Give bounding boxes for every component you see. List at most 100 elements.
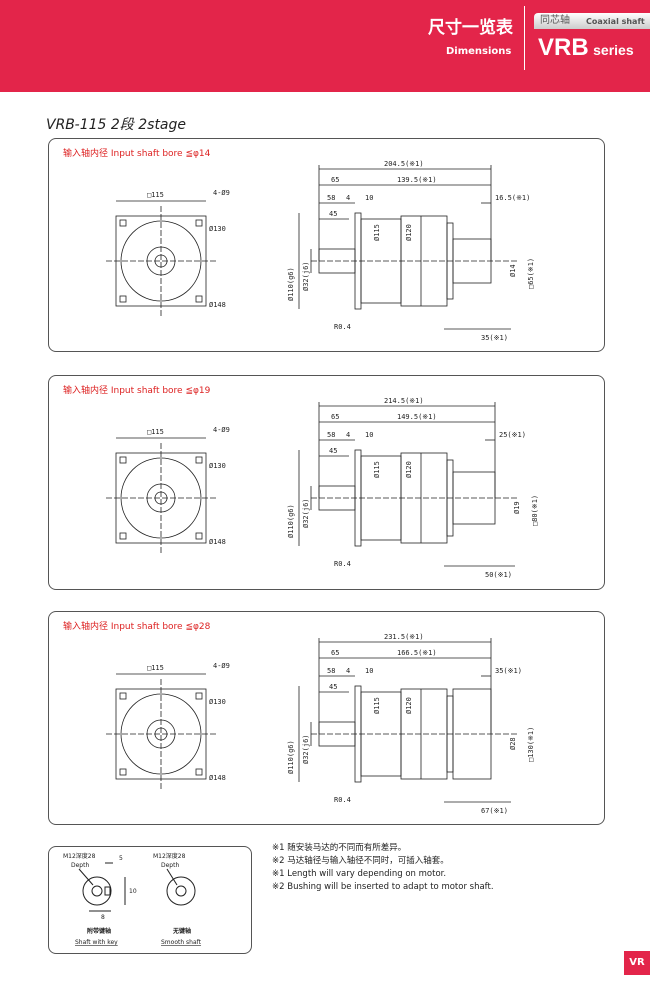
dim-adapter: 35(※1)	[495, 667, 522, 675]
dim-total: 214.5(※1)	[384, 397, 424, 405]
dim-adapter: 25(※1)	[499, 431, 526, 439]
dim-r: R0.4	[334, 560, 351, 568]
dim-total: 231.5(※1)	[384, 633, 424, 641]
front-flange	[115, 452, 207, 544]
smooth-name-en: Smooth shaft	[161, 939, 202, 946]
dim-adapter: 16.5(※1)	[495, 194, 530, 202]
key-name-en: Shaft with key	[75, 939, 118, 946]
dim-sq: □65(※1)	[527, 258, 535, 289]
dim-d45: 45	[329, 447, 337, 455]
dim-body: 139.5(※1)	[397, 176, 437, 184]
dim-r: R0.4	[334, 323, 351, 331]
dim-bore: Ø14	[509, 264, 517, 277]
dim-diag: Ø148	[209, 538, 226, 546]
dim-r: R0.4	[334, 796, 351, 804]
dim-total: 204.5(※1)	[384, 160, 424, 168]
panel-label: 输入轴内径 Input shaft bore ≦φ14	[63, 149, 211, 159]
dim-d110: Ø110(g6)	[287, 504, 295, 538]
front-flange	[115, 215, 207, 307]
dim-d65: 65	[331, 176, 339, 184]
bolt-hole	[195, 692, 203, 700]
dim-d58: 58	[327, 431, 335, 439]
dim-d115: Ø115	[373, 224, 381, 241]
dim-d45: 45	[329, 210, 337, 218]
header-title-en: Dimensions	[446, 46, 512, 57]
dim-pcd: Ø130	[209, 462, 226, 470]
dim-holes: 4-Ø9	[213, 662, 230, 670]
dim-d4: 4	[346, 431, 350, 439]
dim-square: □115	[147, 428, 164, 436]
dim-d32: Ø32(j6)	[302, 498, 310, 528]
dim-bore: Ø19	[513, 501, 521, 514]
dim-d58: 58	[327, 667, 335, 675]
dim-d4: 4	[346, 667, 350, 675]
dim-tail: 50(※1)	[485, 571, 512, 579]
header-band: 尺寸一览表 Dimensions 同芯轴 Coaxial shaft VRB s…	[0, 0, 650, 92]
category-cn: 同芯轴	[540, 15, 570, 26]
dim-d115: Ø115	[373, 697, 381, 714]
dim-d10: 10	[365, 667, 373, 675]
smooth-thread: M12深度28	[153, 852, 186, 860]
dim-square: □115	[147, 664, 164, 672]
bolt-hole	[119, 295, 127, 303]
bolt-hole	[195, 295, 203, 303]
bolt-hole	[195, 219, 203, 227]
key-name-cn: 附带键轴	[87, 927, 111, 935]
dim-d32: Ø32(j6)	[302, 261, 310, 291]
panel-label: 输入轴内径 Input shaft bore ≦φ28	[63, 622, 211, 632]
page-badge: VR	[624, 951, 650, 975]
bolt-hole	[119, 532, 127, 540]
panel-label: 输入轴内径 Input shaft bore ≦φ19	[63, 386, 211, 396]
bolt-hole	[195, 456, 203, 464]
dim-d120: Ø120	[405, 697, 413, 714]
dim-d10: 10	[365, 431, 373, 439]
dim-diag: Ø148	[209, 301, 226, 309]
dim-pcd: Ø130	[209, 225, 226, 233]
header-title-cn: 尺寸一览表	[428, 18, 513, 38]
dim-holes: 4-Ø9	[213, 426, 230, 434]
bolt-hole	[119, 219, 127, 227]
shaft-detail-drawing: M12深度28 Depth 5 10 8 M12深度28 Depth 附带键轴 …	[63, 852, 202, 946]
dim-d10: 10	[365, 194, 373, 202]
category-tag: 同芯轴 Coaxial shaft	[534, 13, 650, 29]
divider	[524, 6, 525, 70]
key-w: 5	[119, 855, 123, 862]
dim-sq: □80(※1)	[531, 495, 539, 526]
note: ※1 随安装马达的不同而有所差异。	[272, 843, 407, 853]
key-h: 10	[129, 888, 137, 895]
dim-diag: Ø148	[209, 774, 226, 782]
bolt-hole	[119, 768, 127, 776]
bolt-hole	[195, 532, 203, 540]
dim-pcd: Ø130	[209, 698, 226, 706]
key-d: 8	[101, 914, 105, 921]
page-title: VRB-115 2段 2stage	[46, 117, 187, 133]
dim-body: 149.5(※1)	[397, 413, 437, 421]
dim-square: □115	[147, 191, 164, 199]
note: ※2 马达轴径与输入轴径不同时，可插入轴套。	[272, 856, 449, 866]
bolt-hole	[119, 692, 127, 700]
dim-d65: 65	[331, 413, 339, 421]
dim-d120: Ø120	[405, 224, 413, 241]
dim-body: 166.5(※1)	[397, 649, 437, 657]
dim-bore: Ø28	[509, 737, 517, 750]
dim-tail: 67(※1)	[481, 807, 508, 815]
dim-d45: 45	[329, 683, 337, 691]
series-name: VRB series	[538, 34, 634, 61]
dim-d32: Ø32(j6)	[302, 734, 310, 764]
note: ※1 Length will vary depending on motor.	[272, 869, 447, 879]
dim-d115: Ø115	[373, 461, 381, 478]
key-depth: Depth	[71, 862, 89, 869]
front-flange	[115, 688, 207, 780]
dim-d110: Ø110(g6)	[287, 267, 295, 301]
dim-holes: 4-Ø9	[213, 189, 230, 197]
dim-tail: 35(※1)	[481, 334, 508, 342]
front-body	[120, 457, 202, 539]
smooth-depth: Depth	[161, 862, 179, 869]
dim-d58: 58	[327, 194, 335, 202]
